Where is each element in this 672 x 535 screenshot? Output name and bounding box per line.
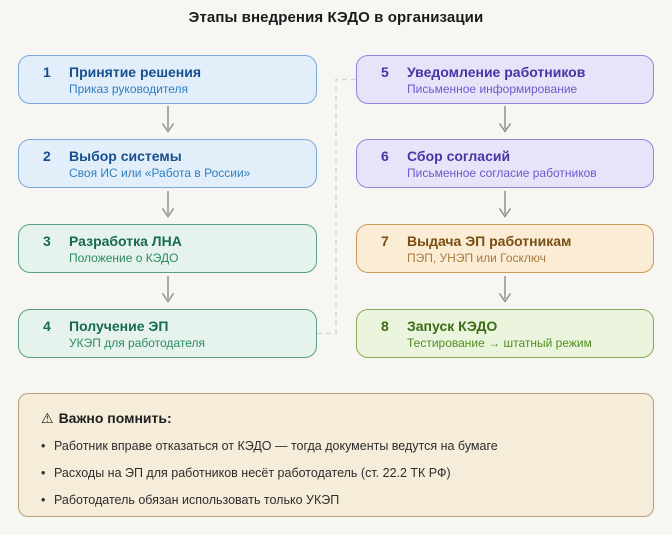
note-bullet-text: Работодатель обязан использовать только … <box>54 493 340 507</box>
step-box-4: 4 Получение ЭП УКЭП для работодателя <box>18 309 317 358</box>
bullet-icon: • <box>41 466 46 480</box>
note-heading-label: Важно помнить: <box>58 410 172 426</box>
step-title: Уведомление работников <box>407 64 586 80</box>
step-number: 4 <box>43 318 51 334</box>
note-bullet-text: Работник вправе отказаться от КЭДО — тог… <box>54 439 498 453</box>
step-texts: Выдача ЭП работникам ПЭП, УНЭП или Госкл… <box>407 232 643 266</box>
step-number: 6 <box>381 148 389 164</box>
step-title: Получение ЭП <box>69 318 169 334</box>
step-subtitle: Положение о КЭДО <box>69 251 179 265</box>
step-subtitle: Письменное информирование <box>407 82 578 96</box>
down-arrow-icon <box>498 276 512 303</box>
step-box-1: 1 Принятие решения Приказ руководителя <box>18 55 317 104</box>
down-arrow-icon <box>161 276 175 303</box>
note-bullet-item: • Работник вправе отказаться от КЭДО — т… <box>41 439 631 454</box>
step-number: 8 <box>381 318 389 334</box>
step-title: Сбор согласий <box>407 148 511 164</box>
step-texts: Получение ЭП УКЭП для работодателя <box>69 317 306 351</box>
step-box-6: 6 Сбор согласий Письменное согласие рабо… <box>356 139 654 188</box>
step-subtitle: УКЭП для работодателя <box>69 336 205 350</box>
step-box-3: 3 Разработка ЛНА Положение о КЭДО <box>18 224 317 273</box>
step-texts: Уведомление работников Письменное информ… <box>407 63 643 97</box>
bullet-icon: • <box>41 493 46 507</box>
note-bullet-text: Расходы на ЭП для работников несёт работ… <box>54 466 451 480</box>
step-box-7: 7 Выдача ЭП работникам ПЭП, УНЭП или Гос… <box>356 224 654 273</box>
step-box-8: 8 Запуск КЭДО Тестирование → штатный реж… <box>356 309 654 358</box>
note-bullet-item: • Работодатель обязан использовать тольк… <box>41 493 631 508</box>
warning-icon: ⚠ <box>41 410 54 426</box>
step-texts: Запуск КЭДО Тестирование → штатный режим <box>407 317 643 351</box>
note-bullet-item: • Расходы на ЭП для работников несёт раб… <box>41 466 631 481</box>
column-connector-line <box>317 78 357 335</box>
step-subtitle: ПЭП, УНЭП или Госключ <box>407 251 546 265</box>
step-title: Выдача ЭП работникам <box>407 233 572 249</box>
step-subtitle: Приказ руководителя <box>69 82 188 96</box>
down-arrow-icon <box>161 106 175 133</box>
step-texts: Выбор системы Своя ИС или «Работа в Росс… <box>69 147 306 181</box>
step-number: 3 <box>43 233 51 249</box>
step-texts: Сбор согласий Письменное согласие работн… <box>407 147 643 181</box>
down-arrow-icon <box>161 191 175 218</box>
step-texts: Принятие решения Приказ руководителя <box>69 63 306 97</box>
bullet-icon: • <box>41 439 46 453</box>
step-box-5: 5 Уведомление работников Письменное инфо… <box>356 55 654 104</box>
step-number: 5 <box>381 64 389 80</box>
step-title: Принятие решения <box>69 64 202 80</box>
step-title: Выбор системы <box>69 148 182 164</box>
important-note-box: ⚠Важно помнить: • Работник вправе отказа… <box>18 393 654 517</box>
step-subtitle: Письменное согласие работников <box>407 166 597 180</box>
step-subtitle: Своя ИС или «Работа в России» <box>69 166 251 180</box>
down-arrow-icon <box>498 191 512 218</box>
step-subtitle: Тестирование → штатный режим <box>407 336 592 350</box>
note-heading: ⚠Важно помнить: <box>41 409 631 427</box>
down-arrow-icon <box>498 106 512 133</box>
page-title: Этапы внедрения КЭДО в организации <box>188 9 484 26</box>
step-title: Разработка ЛНА <box>69 233 182 249</box>
step-box-2: 2 Выбор системы Своя ИС или «Работа в Ро… <box>18 139 317 188</box>
step-title: Запуск КЭДО <box>407 318 498 334</box>
step-number: 1 <box>43 64 51 80</box>
step-number: 2 <box>43 148 51 164</box>
step-texts: Разработка ЛНА Положение о КЭДО <box>69 232 306 266</box>
step-number: 7 <box>381 233 389 249</box>
